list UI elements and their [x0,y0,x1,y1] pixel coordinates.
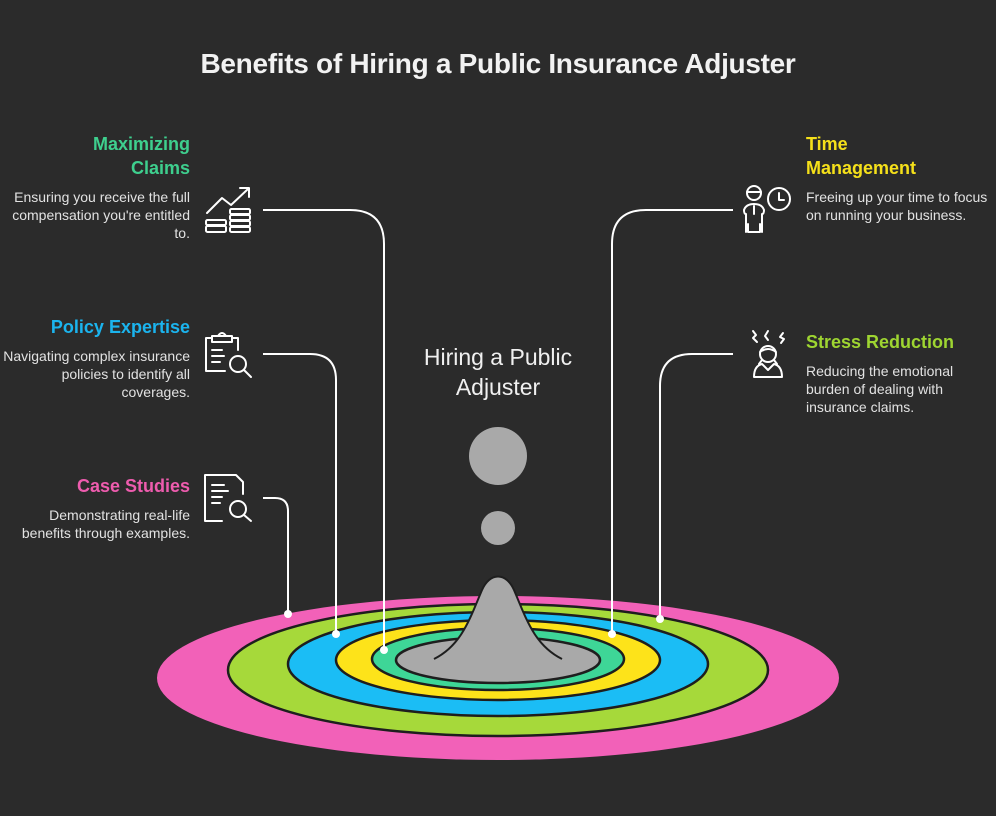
benefit-description: Navigating complex insurance policies to… [3,348,190,400]
connector-dot-case-studies [284,610,292,618]
benefit-stress-reduction: Stress Reduction Reducing the emotional … [806,330,996,416]
benefit-description: Ensuring you receive the full compensati… [12,189,190,241]
document-search-icon [204,474,252,522]
growth-coins-icon [205,187,251,233]
connector-case-studies [263,497,289,614]
connector-dot-stress-reduction [656,615,664,623]
stressed-person-icon [752,330,785,378]
benefit-time-management: Time Management Freeing up your time to … [806,132,996,224]
person-clock-icon [743,185,791,233]
connector-dot-policy-expertise [332,630,340,638]
benefit-description: Demonstrating real-life benefits through… [21,507,190,541]
connector-dot-time-management [608,630,616,638]
clipboard-search-icon [205,332,252,378]
benefit-description: Reducing the emotional burden of dealing… [806,363,954,415]
connector-policy-expertise [263,353,337,634]
connector-maximizing-claims [263,209,385,622]
droplet-large [469,427,527,485]
center-label: Hiring a Public Adjuster [423,344,573,400]
benefit-heading: Maximizing Claims [92,134,190,178]
benefit-case-studies: Case Studies Demonstrating real-life ben… [0,474,190,542]
connector-stress-reduction [659,353,733,619]
benefit-policy-expertise: Policy Expertise Navigating complex insu… [0,315,190,401]
splash-peak-outline [433,575,563,660]
benefit-heading: Time Management [806,134,917,178]
benefit-heading: Case Studies [76,476,190,496]
benefit-heading: Stress Reduction [806,332,955,352]
page-title: Benefits of Hiring a Public Insurance Ad… [200,48,796,79]
droplet-small [481,511,515,545]
benefit-description: Freeing up your time to focus on running… [806,189,988,223]
benefit-maximizing-claims: Maximizing Claims Ensuring you receive t… [0,132,190,242]
connector-time-management [611,209,733,634]
splash-peak [434,576,562,659]
benefit-heading: Policy Expertise [50,317,190,337]
